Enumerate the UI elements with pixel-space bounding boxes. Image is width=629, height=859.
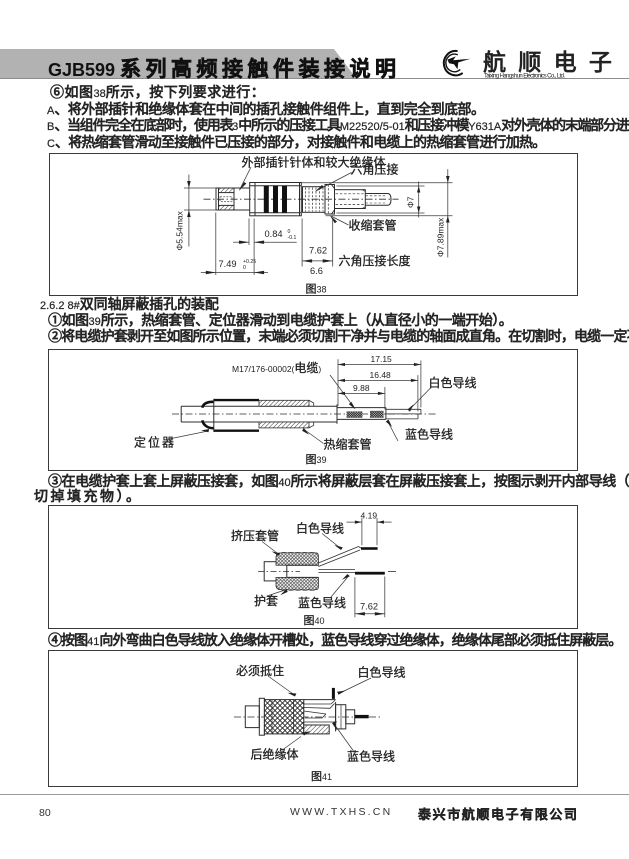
svg-text:0: 0: [243, 265, 246, 271]
svg-text:护套: 护套: [254, 594, 278, 608]
svg-text:7.62: 7.62: [360, 602, 378, 612]
svg-text:图39: 图39: [306, 453, 327, 466]
svg-text:0: 0: [287, 229, 290, 235]
svg-text:Φ7.89max: Φ7.89max: [435, 216, 445, 256]
svg-text:白色导线: 白色导线: [296, 521, 344, 536]
svg-text:热缩套管: 热缩套管: [324, 436, 372, 451]
svg-text:蓝色导线: 蓝色导线: [347, 749, 395, 763]
svg-text:17.15: 17.15: [371, 354, 393, 364]
svg-text:挤压套管: 挤压套管: [231, 528, 279, 543]
svg-text:6.6: 6.6: [310, 266, 323, 276]
svg-text:定位器: 定位器: [134, 434, 176, 449]
svg-text:Taixing Hangshun Electronics C: Taixing Hangshun Electronics Co., Ltd.: [484, 73, 565, 79]
svg-text:蓝色导线: 蓝色导线: [405, 427, 453, 441]
svg-text:9.88: 9.88: [353, 382, 370, 392]
svg-text:图40: 图40: [304, 614, 325, 627]
svg-text:Φ5.54max: Φ5.54max: [174, 210, 184, 250]
svg-text:+0.25: +0.25: [243, 259, 256, 265]
svg-text:-0.1: -0.1: [287, 235, 296, 241]
svg-text:航顺电子: 航顺电子: [483, 49, 613, 75]
svg-text:图41: 图41: [311, 770, 332, 783]
svg-text:7.49: 7.49: [218, 259, 236, 269]
svg-text:Φ7: Φ7: [405, 196, 415, 208]
svg-text:必须抵住: 必须抵住: [236, 664, 284, 678]
svg-text:7.62: 7.62: [309, 245, 327, 255]
svg-text:16.48: 16.48: [370, 369, 392, 379]
svg-text:白色导线: 白色导线: [429, 375, 477, 390]
svg-text:六角压接长度: 六角压接长度: [338, 253, 410, 268]
svg-text:M17/176-00002(电缆): M17/176-00002(电缆): [232, 361, 321, 375]
svg-text:收缩套管: 收缩套管: [348, 217, 396, 232]
svg-text:外部插针针体和较大绝缘体: 外部插针针体和较大绝缘体: [241, 154, 385, 169]
svg-text:蓝色导线: 蓝色导线: [298, 596, 346, 610]
svg-text:4.19: 4.19: [361, 511, 378, 521]
svg-text:图38: 图38: [305, 282, 326, 295]
svg-text:0.84: 0.84: [264, 229, 282, 239]
svg-text:后绝缘体: 后绝缘体: [251, 746, 299, 761]
svg-text:六角压接: 六角压接: [350, 161, 398, 176]
svg-text:白色导线: 白色导线: [358, 664, 406, 679]
